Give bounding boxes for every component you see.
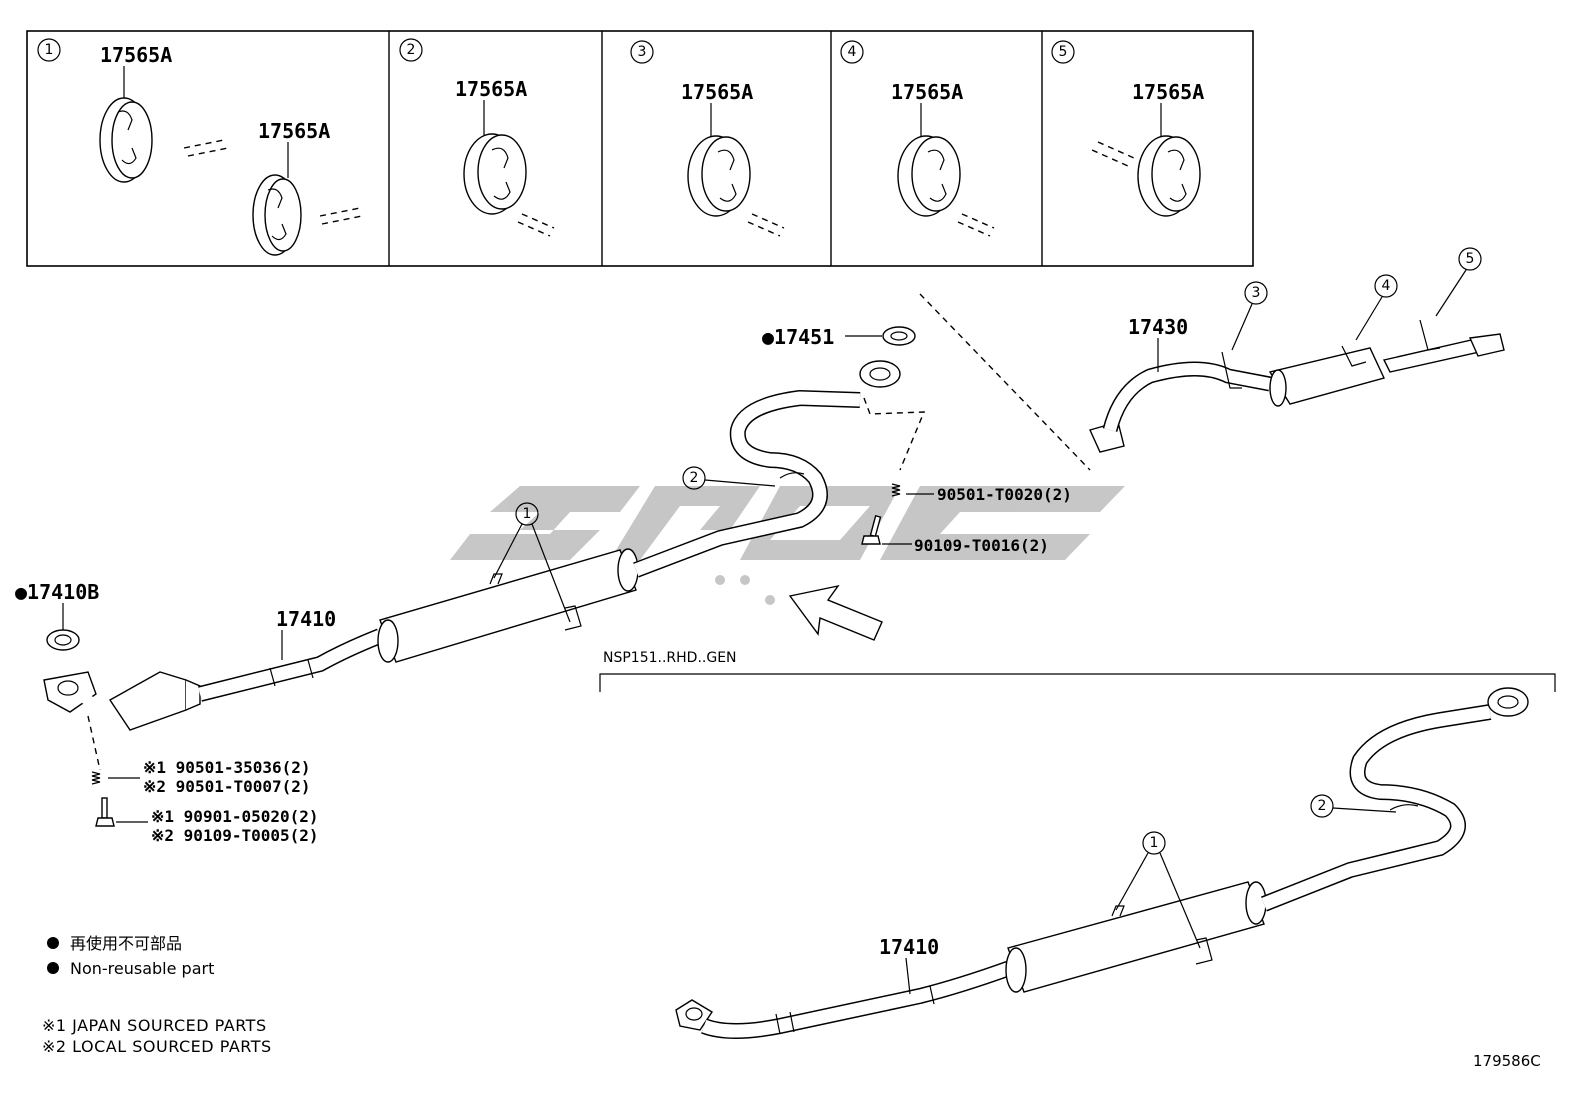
callout-2: 2 xyxy=(1310,794,1397,818)
svg-text:2: 2 xyxy=(690,470,699,486)
muffler-icon xyxy=(1007,881,1265,993)
hanger-panel-2: 2 17565A xyxy=(399,38,555,237)
svg-text:3: 3 xyxy=(1252,285,1261,301)
part-number-label: 17410 xyxy=(879,935,939,959)
part-number-label: ●17451 xyxy=(762,325,834,349)
legend: 再使用不可部品 Non-reusable part ※1 JAPAN SOURC… xyxy=(42,934,272,1056)
hanger-panel-5: 5 17565A xyxy=(1051,40,1204,217)
part-number-label: ※2 90109-T0005(2) xyxy=(151,826,319,845)
muffler-icon xyxy=(379,549,637,663)
panel-number: 5 xyxy=(1059,44,1068,60)
svg-text:1: 1 xyxy=(1150,835,1159,851)
center-bolt: 90109-T0016(2) xyxy=(861,514,1049,555)
callout-5: 5 xyxy=(1435,247,1482,317)
variant-section: NSP151..RHD..GEN 17410 1 2 xyxy=(599,650,1556,1039)
gasket-icon xyxy=(882,326,916,346)
tail-pipe-assembly: 17430 xyxy=(1089,315,1505,453)
rubber-hanger-icon xyxy=(687,135,751,217)
hanger-panel-1: 1 17565A 17565A xyxy=(37,38,363,256)
hanger-bar-icon xyxy=(747,213,785,237)
front-spring: ※1 90501-35036(2) ※2 90501-T0007(2) xyxy=(91,758,311,796)
part-number-label: ※1 90501-35036(2) xyxy=(143,758,311,777)
rubber-hanger-icon xyxy=(99,97,153,183)
svg-text:4: 4 xyxy=(1382,278,1391,294)
front-bolt: ※1 90901-05020(2) ※2 90109-T0005(2) xyxy=(95,797,319,845)
part-number-label: 17565A xyxy=(258,119,330,143)
hanger-bar-icon xyxy=(1091,141,1135,167)
svg-text:1: 1 xyxy=(523,506,532,522)
legend-nonreusable-jp: 再使用不可部品 xyxy=(70,934,182,953)
panel-number: 4 xyxy=(848,44,857,60)
hanger-panel-4: 4 17565A xyxy=(840,40,995,237)
front-gasket: ●17410B xyxy=(15,580,99,651)
legend-nonreusable-en: Non-reusable part xyxy=(70,959,214,978)
center-gasket: ●17451 xyxy=(762,325,916,349)
rubber-hanger-icon xyxy=(897,135,961,217)
catalytic-converter-icon xyxy=(108,671,187,731)
hanger-bar-icon xyxy=(957,213,995,237)
flange-icon xyxy=(1487,687,1529,717)
center-spring: 90501-T0020(2) xyxy=(891,483,1072,504)
muffler-icon xyxy=(1268,347,1385,405)
front-direction-arrow-icon xyxy=(788,584,883,641)
part-number-label: 17430 xyxy=(1128,315,1188,339)
watermark-logo xyxy=(450,486,1125,605)
part-number-label: ●17410B xyxy=(15,580,99,604)
bullet-icon xyxy=(47,937,59,949)
part-number-label: 17565A xyxy=(891,80,963,104)
rubber-hanger-icon xyxy=(252,174,302,256)
gasket-icon xyxy=(46,629,80,651)
callout-4: 4 xyxy=(1355,274,1398,341)
variant-label: NSP151..RHD..GEN xyxy=(603,650,737,666)
callout-1: 1 xyxy=(493,502,571,623)
panel-number: 1 xyxy=(45,42,54,58)
hanger-bar-icon xyxy=(183,139,229,157)
part-number-label: 17565A xyxy=(1132,80,1204,104)
callout-1: 1 xyxy=(1115,831,1201,949)
part-number-label: ※2 90501-T0007(2) xyxy=(143,777,311,796)
callout-2: 2 xyxy=(682,466,776,490)
part-number-label: ※1 90901-05020(2) xyxy=(151,807,319,826)
hanger-panel-3: 3 17565A xyxy=(630,40,785,237)
callout-3: 3 xyxy=(1231,281,1268,351)
panel-number: 2 xyxy=(407,42,416,58)
front-pipe-assembly: 17410 xyxy=(43,360,901,731)
svg-text:5: 5 xyxy=(1466,251,1475,267)
hanger-bar-icon xyxy=(319,207,363,225)
hanger-panels: 1 17565A 17565A 2 17565A xyxy=(26,30,1254,267)
part-number-label: 17565A xyxy=(100,43,172,67)
hanger-bar-icon xyxy=(517,213,555,237)
rubber-hanger-icon xyxy=(1137,135,1201,217)
part-number-label: 17410 xyxy=(276,607,336,631)
legend-note-japan: ※1 JAPAN SOURCED PARTS xyxy=(42,1016,267,1035)
rubber-hanger-icon xyxy=(463,133,527,215)
svg-text:2: 2 xyxy=(1318,798,1327,814)
part-number-label: 17565A xyxy=(681,80,753,104)
part-number-label: 90501-T0020(2) xyxy=(937,485,1072,504)
panel-number: 3 xyxy=(638,44,647,60)
bullet-icon xyxy=(47,962,59,974)
part-number-label: 90109-T0016(2) xyxy=(914,536,1049,555)
part-number-label: 17565A xyxy=(455,77,527,101)
flange-icon xyxy=(859,360,901,388)
diagram-code: 179586C xyxy=(1473,1052,1541,1070)
legend-note-local: ※2 LOCAL SOURCED PARTS xyxy=(42,1037,272,1056)
